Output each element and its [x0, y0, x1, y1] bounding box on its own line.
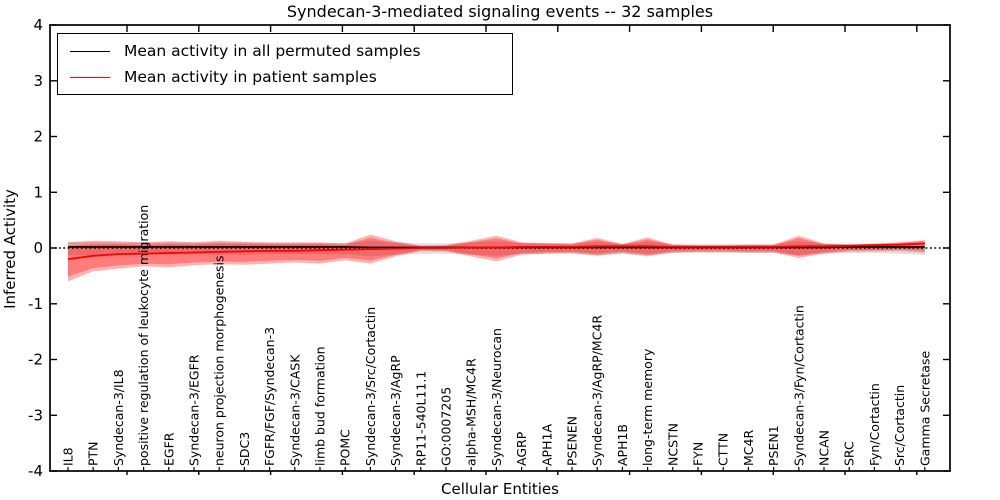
x-tick-label: CTTN [716, 433, 731, 466]
y-tick-label: 0 [33, 239, 43, 257]
x-tick-label: Syndecan-3/CASK [287, 354, 302, 466]
x-tick-label: Syndecan-3/Src/Cortactin [363, 307, 378, 466]
y-tick-label: 1 [33, 183, 43, 201]
y-tick-label: 4 [33, 16, 43, 34]
y-tick-label: 2 [33, 128, 43, 146]
legend: Mean activity in all permuted samples Me… [57, 33, 513, 95]
y-tick-label: -3 [28, 406, 43, 424]
permuted-samples-std-band [68, 240, 925, 257]
legend-line-sample-patient [70, 76, 110, 78]
x-tick-label: neuron projection morphogenesis [212, 255, 227, 466]
x-tick-label: NCAN [817, 430, 832, 466]
x-tick-label: Syndecan-3/AgRP/MC4R [590, 315, 605, 466]
x-tick-label: Syndecan-3/IL8 [111, 369, 126, 466]
y-axis-ticks [50, 24, 950, 472]
x-tick-label: Src/Cortactin [892, 385, 907, 466]
x-axis-category-ticks [67, 467, 926, 471]
x-tick-label: GO:0007205 [439, 387, 454, 466]
x-tick-label: EGFR [161, 432, 176, 466]
legend-label-patient: Mean activity in patient samples [124, 68, 377, 86]
y-tick-labels: 4 3 2 1 0 -1 -2 -3 -4 [28, 16, 43, 480]
legend-label-permuted: Mean activity in all permuted samples [124, 42, 421, 60]
y-tick-label: -1 [28, 295, 43, 313]
x-axis-locator-ticks [126, 25, 918, 475]
x-tick-label: APH1A [539, 424, 554, 466]
x-tick-label: RP11-540L11.1 [413, 371, 428, 466]
legend-line-sample-permuted [70, 50, 110, 52]
x-tick-labels: IL8 PTN Syndecan-3/IL8 positive regulation … [61, 205, 933, 466]
x-tick-label: SDC3 [237, 432, 252, 466]
x-tick-label: PSENEN [565, 416, 580, 466]
x-tick-label: alpha-MSH/MC4R [464, 358, 479, 466]
x-tick-label: SRC [842, 441, 857, 466]
x-tick-label: FGFR/FGF/Syndecan-3 [262, 327, 277, 466]
y-tick-label: 3 [33, 72, 43, 90]
x-tick-label: limb bud formation [313, 346, 328, 466]
y-tick-label: -4 [28, 462, 43, 480]
x-tick-label: PSEN1 [766, 425, 781, 466]
x-tick-label: Syndecan-3/EGFR [187, 354, 202, 466]
x-tick-label: APH1B [615, 424, 630, 466]
x-tick-label: Syndecan-3/Neurocan [489, 328, 504, 466]
x-tick-label: AGRP [514, 431, 529, 466]
y-tick-label: -2 [28, 351, 43, 369]
series-patient-line [67, 242, 925, 260]
x-tick-label: Syndecan-3/Fyn/Cortactin [791, 305, 806, 466]
x-tick-label: long-term memory [640, 348, 655, 466]
x-tick-label: FYN [691, 442, 706, 466]
x-axis-title: Cellular Entities [441, 480, 559, 498]
x-tick-label: IL8 [61, 447, 76, 466]
y-axis-title: Inferred Activity [1, 189, 19, 309]
x-tick-label: Syndecan-3/AgRP [388, 355, 403, 466]
x-tick-label: Gamma Secretase [917, 351, 932, 466]
x-tick-label: Fyn/Cortactin [867, 383, 882, 466]
legend-entry-patient: Mean activity in patient samples [58, 68, 512, 86]
chart-title: Syndecan-3-mediated signaling events -- … [286, 2, 714, 21]
x-tick-label: MC4R [741, 430, 756, 466]
x-tick-label: NCSTN [665, 423, 680, 466]
x-tick-label: PTN [86, 441, 101, 466]
x-tick-label: positive regulation of leukocyte migrati… [136, 205, 151, 466]
legend-entry-permuted: Mean activity in all permuted samples [58, 42, 512, 60]
x-tick-label: POMC [338, 429, 353, 466]
